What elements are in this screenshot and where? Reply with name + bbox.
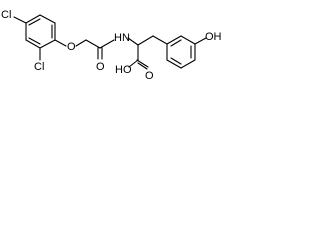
atom-ether-o: O	[67, 41, 76, 53]
bond-cooh-oh	[128, 59, 139, 68]
chemical-structure: Cl Cl O HN O HO O OH	[1, 9, 222, 82]
bond-cooh-double-a	[136, 59, 149, 68]
bond-co-nh	[99, 39, 115, 49]
bond-ring-oh	[194, 37, 207, 45]
bond-ch2-ring	[152, 35, 168, 45]
bond-cooh-double-b	[137, 62, 148, 70]
atom-amide-o: O	[96, 61, 105, 73]
atom-carboxyl-o: O	[145, 70, 154, 82]
bond-calpha-ch2	[137, 35, 154, 46]
bond-o-ch2	[75, 39, 87, 47]
bond-nh-calpha	[127, 37, 139, 46]
phenol-ring	[166, 35, 196, 69]
atom-phenol-oh: OH	[205, 31, 222, 43]
bond-ring-ether-o	[54, 39, 67, 47]
atom-cl-top: Cl	[1, 9, 11, 21]
dichlorophenyl-ring	[25, 14, 56, 49]
atom-carboxyl-ho: HO	[115, 64, 132, 76]
atom-amide-nh: HN	[114, 32, 130, 44]
bond-ring-cl-top	[13, 16, 27, 24]
atom-cl-bottom: Cl	[34, 61, 44, 73]
